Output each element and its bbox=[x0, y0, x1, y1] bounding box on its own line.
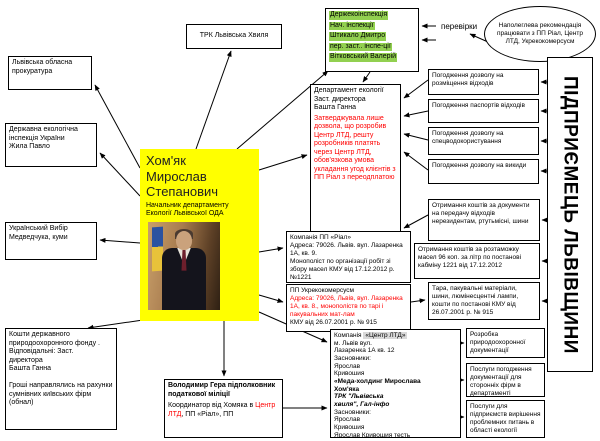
node-payment-customs-oils: Отримання коштів за розтаможку масел 96 … bbox=[414, 243, 540, 279]
central-figure-khomiak: Хом'як Мирослав Степанович Начальник деп… bbox=[140, 149, 259, 321]
centrltd-founders-label-1: Засновники: bbox=[334, 354, 371, 362]
centrltd-company-name: «Центр ЛТД» bbox=[363, 332, 408, 339]
centrltd-founder-4: Кривошия bbox=[334, 423, 365, 431]
centrltd-founders-label-2: Засновники: bbox=[334, 408, 371, 416]
centrltd-media-4: хвиля", Гал-інфо bbox=[334, 400, 390, 408]
department-warning: Затверджувала лише дозвола, що розробив … bbox=[314, 114, 396, 182]
hera-role-pre: Координатор від Хомяка в bbox=[168, 402, 256, 410]
koshty-label: Кошти державного природоохоронного фонду… bbox=[9, 331, 113, 407]
approval-2-label: Погодження паспортів відходів bbox=[432, 102, 525, 109]
service-rozrobka-label: Розробка природоохоронної документації bbox=[470, 331, 526, 354]
service-pogodzhennia-label: Послуги погодження документації для стор… bbox=[470, 366, 532, 397]
node-service-vyrishennia: Послуги для підприємств вирішення пробле… bbox=[466, 400, 545, 438]
centrltd-company-row: Компанія «Центр ЛТД» bbox=[334, 332, 457, 340]
suit-shape bbox=[162, 247, 206, 310]
node-derzhekoinspektsia: Держекоінспекція Нач. інспекції Штикало … bbox=[325, 8, 419, 72]
perevirky-text: перевірки bbox=[441, 22, 478, 31]
node-department-ekolohii: Департамент екології Заст. директора Баш… bbox=[310, 84, 401, 234]
ukreko-title: ПП Укрекокомерсусм bbox=[290, 287, 354, 294]
central-name: Хом'як Мирослав Степанович bbox=[146, 153, 219, 200]
node-approval-spetsvodokorystuvannia: Погодження дозволу на спецводокористуван… bbox=[428, 127, 539, 155]
hera-name: Володимир Гера підполковник податкової м… bbox=[168, 382, 276, 398]
node-koshty-fondu: Кошти державного природоохоронного фонду… bbox=[5, 328, 117, 430]
approval-3-label: Погодження дозволу на спецводокористуван… bbox=[432, 130, 504, 145]
label-perevirky: перевірки bbox=[438, 20, 492, 34]
centrltd-city: м. Львів вул. bbox=[334, 339, 372, 347]
centrltd-media-2: Хом'яка bbox=[334, 385, 360, 393]
centrltd-founder-3: Ярослав bbox=[334, 416, 361, 424]
inspection-line-5: Вітковський Валерій bbox=[329, 53, 397, 62]
ukreko-address: Адреса: 79026, Львів, вул. Лазаренка 1А,… bbox=[290, 294, 403, 318]
centrltd-founder-2: Кривошия bbox=[334, 370, 365, 378]
centrltd-street: Лазаренка 1А кв. 12 bbox=[334, 347, 395, 355]
payment-tara-label: Тара, пакувальні матеріали, шини, люміне… bbox=[432, 285, 519, 316]
node-approval-rozmishchennia: Погодження дозволу на розміщення відході… bbox=[428, 69, 539, 95]
node-company-rial: Компанія ПП «Ріал» Адреса: 79026. Львів.… bbox=[286, 231, 411, 283]
head-shape bbox=[176, 230, 192, 250]
rial-body: Адреса: 79026. Львів. вул. Лазаренка 1А,… bbox=[290, 241, 403, 281]
node-ukrainskyi-vybir: Український Вибір Медведчука, куми bbox=[5, 222, 97, 260]
derzh-label: Державна екологічна інспекція України Жи… bbox=[9, 126, 78, 151]
payment-documents-label: Отримання коштів за документи на передач… bbox=[432, 202, 530, 225]
approval-1-label: Погодження дозволу на розміщення відході… bbox=[432, 72, 504, 87]
centrltd-company-label: Компанія bbox=[334, 332, 362, 339]
centrltd-founder-1: Ярослав bbox=[334, 362, 361, 370]
ukreko-resolution: КМУ від 26.07.2001 р. № 915 bbox=[290, 318, 377, 326]
entrepreneur-banner: ПІДПРИЄМЕЦЬ ЛЬВІВЩИНИ bbox=[547, 57, 593, 372]
centrltd-note: Ярослав Кривошия тесть bbox=[334, 431, 411, 438]
hera-role-post: , ПП «Ріал», ПП bbox=[181, 410, 234, 418]
department-head: Департамент екології Заст. директора Баш… bbox=[314, 87, 384, 112]
node-service-rozrobka: Розробка природоохоронної документації bbox=[466, 328, 545, 358]
trk-label: ТРК Львівська Хвиля bbox=[199, 32, 269, 40]
prokuratura-label: Львівська обласна прокуратура bbox=[12, 59, 73, 75]
ukrvybir-label: Український Вибір Медведчука, куми bbox=[9, 225, 68, 241]
inspection-line-3: Штикало Дмитро bbox=[329, 32, 387, 41]
portrait-photo bbox=[148, 221, 220, 310]
payment-customs-label: Отримання коштів за розтаможку масел 96 … bbox=[418, 246, 522, 269]
rial-title: Компанія ПП «Ріал» bbox=[290, 234, 351, 241]
tie-shape bbox=[181, 249, 187, 271]
node-company-ukrekokomersum: ПП Укрекокомерсусм Адреса: 79026, Львів,… bbox=[286, 284, 411, 332]
inspection-line-2: Нач. інспекції bbox=[329, 21, 375, 31]
inspection-line-1: Держекоінспекція bbox=[329, 11, 389, 20]
centrltd-media-1: «Меда-холдинг Мирослава bbox=[334, 377, 421, 385]
node-derzh-eko-inspektsia: Державна екологічна інспекція України Жи… bbox=[5, 123, 97, 167]
central-title: Начальник департаменту Екології Львівськ… bbox=[146, 201, 229, 218]
service-vyrishennia-label: Послуги для підприємств вирішення пробле… bbox=[470, 403, 541, 434]
node-hera-coordinator: Володимир Гера підполковник податкової м… bbox=[164, 379, 283, 438]
inspection-line-4: пер. заст.. інспе-ції bbox=[329, 42, 392, 52]
node-service-pogodzhennia: Послуги погодження документації для стор… bbox=[466, 363, 545, 397]
node-approval-pasporty: Погодження паспортів відходів bbox=[428, 99, 539, 123]
node-trk-lvivska-khvylia: ТРК Львівська Хвиля bbox=[186, 24, 282, 49]
recommendation-text: Наполеглева рекомендація працювати з ПП … bbox=[497, 22, 583, 45]
centrltd-media-3: ТРК "Львівська bbox=[334, 393, 384, 401]
recommendation-ellipse: Наполеглева рекомендація працювати з ПП … bbox=[484, 6, 596, 62]
node-prokuratura: Львівська обласна прокуратура bbox=[8, 56, 92, 90]
node-approval-vykydy: Погодження дозволу на викиди bbox=[428, 159, 539, 184]
approval-4-label: Погодження дозволу на викиди bbox=[432, 162, 527, 169]
node-payment-documents: Отримання коштів за документи на передач… bbox=[428, 199, 540, 241]
hera-role: Координатор від Хомяка в Центр ЛТД, ПП «… bbox=[168, 402, 279, 419]
node-company-centr-ltd: Компанія «Центр ЛТД» м. Львів вул. Лазар… bbox=[330, 329, 461, 438]
hera-role-red: Центр ЛТД bbox=[168, 402, 276, 418]
node-payment-tara: Тара, пакувальні матеріали, шини, люміне… bbox=[428, 282, 540, 320]
entrepreneur-label: ПІДПРИЄМЕЦЬ ЛЬВІВЩИНИ bbox=[559, 75, 581, 354]
